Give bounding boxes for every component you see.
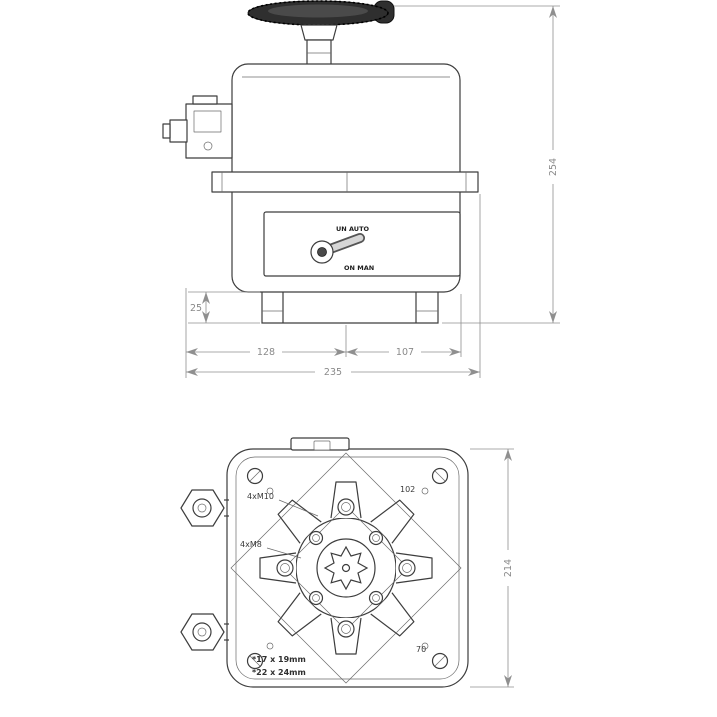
- pilot-hole-br: [421, 642, 429, 650]
- lever-man-label: ON MAN: [344, 264, 374, 272]
- screw-slot-bl: [249, 655, 261, 667]
- override-panel: UN AUTO ON MAN: [263, 211, 461, 277]
- m8-thread-nw: [312, 534, 320, 542]
- dimension-base-height: 25: [188, 291, 260, 324]
- screw-slot-br: [434, 655, 446, 667]
- flange-band: [211, 171, 479, 193]
- tab-notch: [313, 440, 331, 451]
- m10-hole-n: [337, 498, 355, 516]
- bolt-holes-m10: [276, 498, 416, 638]
- handwheel-hub: [300, 24, 338, 41]
- pilot-hole-bl: [266, 642, 274, 650]
- m8-thread-ne: [372, 534, 380, 542]
- handwheel: [247, 0, 395, 66]
- gland-bore-inner-upper: [197, 503, 207, 513]
- bolt-square-102: [230, 452, 462, 684]
- screw-slot-tr: [434, 470, 446, 482]
- dim-right-value: 107: [396, 347, 414, 358]
- m8-hole-nw: [308, 530, 324, 546]
- dim-left-value: 128: [257, 347, 275, 358]
- bolt-circle-102-label: 102: [400, 485, 415, 494]
- actuator-base: [261, 292, 439, 324]
- bottom-view: 4xM10 4xM8 102 70 *17 x 19mm *22 x 24mm …: [180, 437, 514, 688]
- bolts-m10-label: 4xM10: [247, 492, 274, 501]
- m8-thread-se: [372, 594, 380, 602]
- m10-hole-s: [337, 620, 355, 638]
- handwheel-highlight: [268, 4, 368, 18]
- dim-width-value: 214: [503, 559, 514, 577]
- drive-note-1: *17 x 19mm: [252, 655, 306, 664]
- drive-star-socket: [323, 545, 369, 591]
- gland-bore-inner-lower: [197, 627, 207, 637]
- leader-m8: [266, 547, 302, 559]
- lever-auto-label: UN AUTO: [336, 225, 370, 233]
- pilot-hole-tr: [421, 487, 429, 495]
- cable-entry-upper: [180, 489, 229, 527]
- bolts-m8-label: 4xM8: [240, 540, 262, 549]
- leader-m10: [278, 499, 319, 517]
- m10-hole-e: [398, 559, 416, 577]
- panel-face: [263, 211, 461, 277]
- gland-hex-lower: [180, 613, 225, 651]
- electrical-connector: [162, 95, 233, 159]
- dimension-width-214: 214: [470, 448, 514, 688]
- m10-hole-w: [276, 559, 294, 577]
- screw-slot-tl: [249, 470, 261, 482]
- dimension-height: 254: [394, 5, 560, 324]
- m8-hole-ne: [368, 530, 384, 546]
- m10-thread-e: [402, 563, 412, 573]
- gland-hex-upper: [180, 489, 225, 527]
- drive-center-pin: [341, 563, 351, 573]
- output-drive: [316, 538, 376, 598]
- pilot-hole-tl: [266, 487, 274, 495]
- cable-entry-lower: [180, 613, 229, 651]
- m10-thread-n: [341, 502, 351, 512]
- dim-total-value: 235: [324, 367, 342, 378]
- gland-bore-lower: [192, 622, 212, 642]
- connector-inset: [193, 110, 222, 133]
- bolt-holes-m8: [308, 530, 384, 606]
- m10-thread-w: [280, 563, 290, 573]
- cable-gland-cap: [162, 123, 171, 139]
- dimension-widths: 128 107 235: [185, 194, 481, 378]
- base-outline: [261, 292, 439, 324]
- m8-hole-se: [368, 590, 384, 606]
- flange-plate: [211, 171, 479, 193]
- gland-bore-upper: [192, 498, 212, 518]
- m8-thread-sw: [312, 594, 320, 602]
- dim-height-value: 254: [548, 158, 559, 176]
- cover-tab: [290, 437, 350, 451]
- m8-hole-sw: [308, 590, 324, 606]
- dim-base-value: 25: [190, 303, 202, 314]
- housing-inner-line: [235, 456, 460, 680]
- m10-thread-s: [341, 624, 351, 634]
- handwheel-knurl: [247, 0, 389, 26]
- connector-cap: [192, 95, 218, 105]
- cable-gland: [169, 119, 188, 143]
- drive-note-2: *22 x 24mm: [252, 668, 306, 677]
- bottom-annotations: 4xM10 4xM8 102 70 *17 x 19mm *22 x 24mm: [240, 485, 426, 677]
- lever-pivot-pin: [317, 247, 327, 257]
- bolt-circle-70-label: 70: [416, 645, 426, 654]
- cover-screws: [246, 467, 449, 670]
- side-view: UN AUTO ON MAN 254 25: [162, 0, 560, 378]
- connector-screw: [203, 141, 213, 151]
- handwheel-stem: [306, 39, 332, 66]
